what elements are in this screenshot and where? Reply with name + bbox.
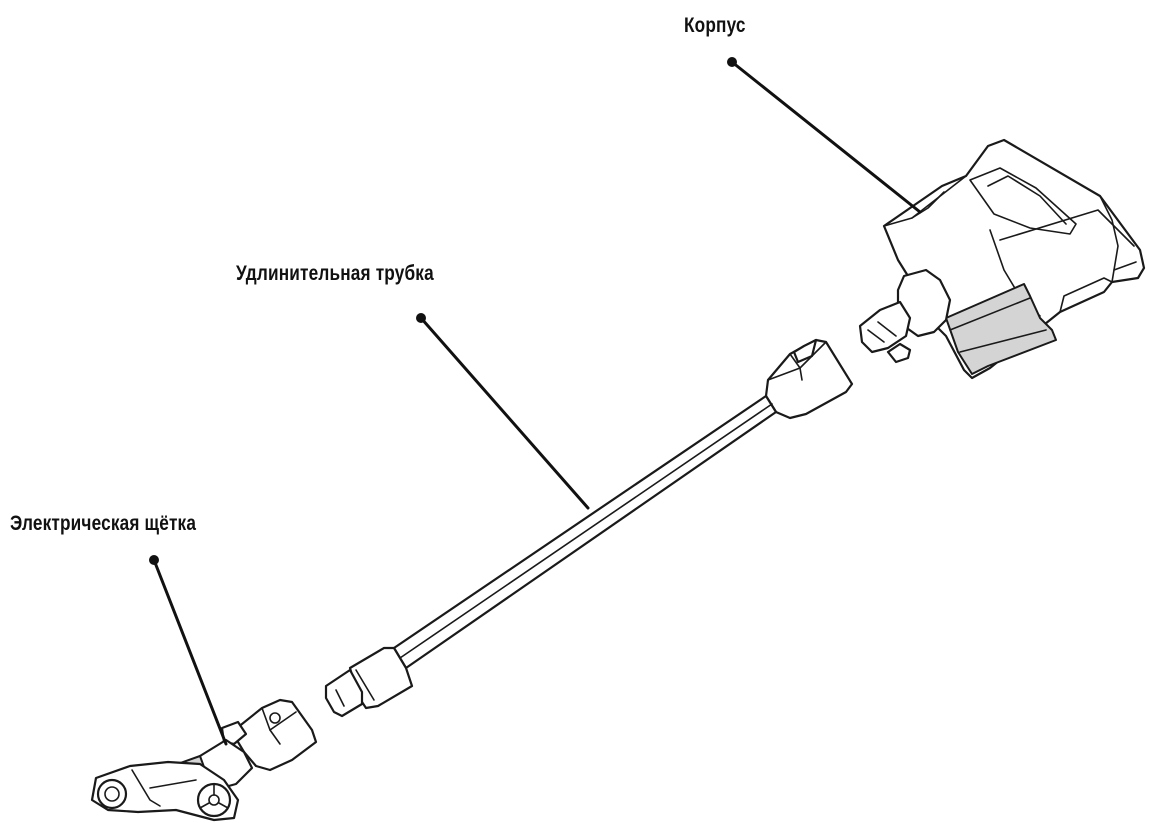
label-body: Корпус (684, 14, 746, 38)
leader-line-brush (149, 555, 226, 744)
electric-brush-icon (92, 700, 316, 820)
label-electric-brush: Электрическая щётка (10, 512, 196, 536)
label-extension-tube: Удлинительная трубка (236, 262, 434, 286)
leader-line-tube (416, 313, 588, 508)
vacuum-body-icon (860, 140, 1144, 378)
leader-line-body (727, 57, 920, 212)
extension-tube-icon (326, 340, 852, 716)
